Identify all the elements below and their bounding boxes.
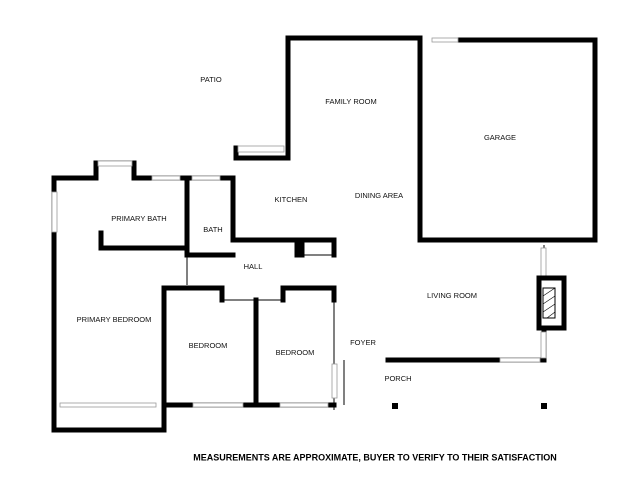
room-label-porch: PORCH [384, 374, 411, 383]
room-label-living-room: LIVING ROOM [427, 291, 477, 300]
room-label-family-room: FAMILY ROOM [325, 97, 376, 106]
family-room-walls [230, 35, 423, 243]
living-room-front-window [499, 357, 541, 363]
room-label-dining-area: DINING AREA [355, 191, 403, 200]
primary-bedroom-window [51, 191, 58, 233]
fireplace [536, 275, 567, 331]
kitchen-counter [233, 237, 337, 258]
primary-bath-bay-window [97, 160, 133, 167]
room-label-kitchen: KITCHEN [275, 195, 308, 204]
room-label-foyer: FOYER [350, 338, 376, 347]
room-label-bedroom-2: BEDROOM [276, 348, 315, 357]
room-label-patio: PATIO [200, 75, 222, 84]
bedroom-walls [161, 285, 338, 410]
living-room-walls [343, 245, 547, 405]
primary-bath-walls [51, 160, 236, 285]
bedroom-2-window [279, 402, 329, 408]
kitchen-window [237, 145, 285, 153]
garage-window [431, 37, 459, 43]
porch-post-left [392, 403, 398, 409]
room-label-primary-bedroom: PRIMARY BEDROOM [77, 315, 152, 324]
bedroom-1-window [192, 402, 244, 408]
room-label-primary-bath: PRIMARY BATH [111, 214, 166, 223]
garage-walls [417, 37, 598, 243]
living-room-upper-window [540, 247, 547, 277]
room-label-hall: HALL [244, 262, 263, 271]
room-label-bedroom-1: BEDROOM [189, 341, 228, 350]
measurement-disclaimer: MEASUREMENTS ARE APPROXIMATE, BUYER TO V… [193, 452, 557, 462]
room-label-garage: GARAGE [484, 133, 516, 142]
room-label-bath: BATH [203, 225, 222, 234]
porch-post-right [541, 403, 547, 409]
primary-bedroom-rear-window [59, 402, 157, 408]
living-room-side-window [540, 331, 547, 359]
bath-window [191, 175, 221, 181]
primary-bath-window [151, 175, 181, 181]
bedroom-2-side-window [331, 363, 338, 399]
